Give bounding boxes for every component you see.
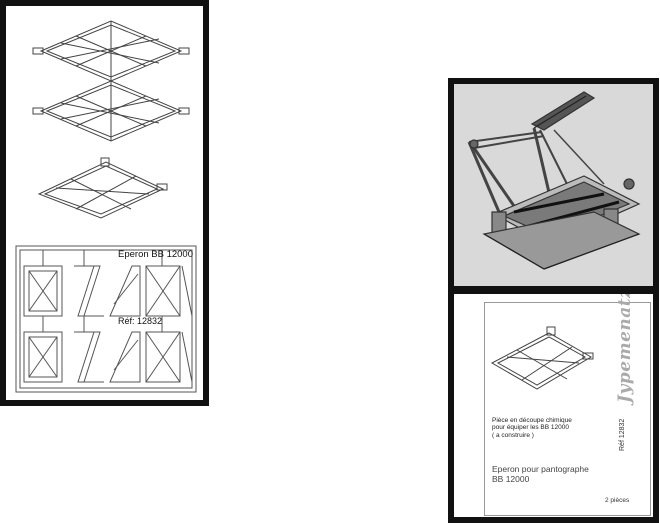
product-card-panel: Jypemenatzi Réf 12832 Pièce en découpe c… [448,288,659,523]
etched-frame-part-card [487,325,597,395]
card-reference: Réf 12832 [619,418,626,451]
product-card: Jypemenatzi Réf 12832 Pièce en découpe c… [484,294,651,516]
etched-frame-part-middle [31,76,191,146]
pantograph-render-panel [448,78,659,292]
card-title: Eperon pour pantographe BB 12000 [492,464,589,485]
etched-fret-sheet [14,244,199,394]
left-product-panel: Eperon BB 12000 Réf: 12832 [0,0,209,406]
pantograph-diagram [454,84,653,286]
etched-frame-part-lower [31,154,171,224]
card-quantity: 2 pièces [605,497,630,504]
brand-logo: Jypemenatzi [615,288,635,403]
card-description: Pièce en découpe chimique pour équiper l… [492,417,572,439]
reference-label: Réf: 12832 [118,316,163,326]
etched-frame-part-top [31,16,191,86]
product-label: Eperon BB 12000 [118,249,194,260]
